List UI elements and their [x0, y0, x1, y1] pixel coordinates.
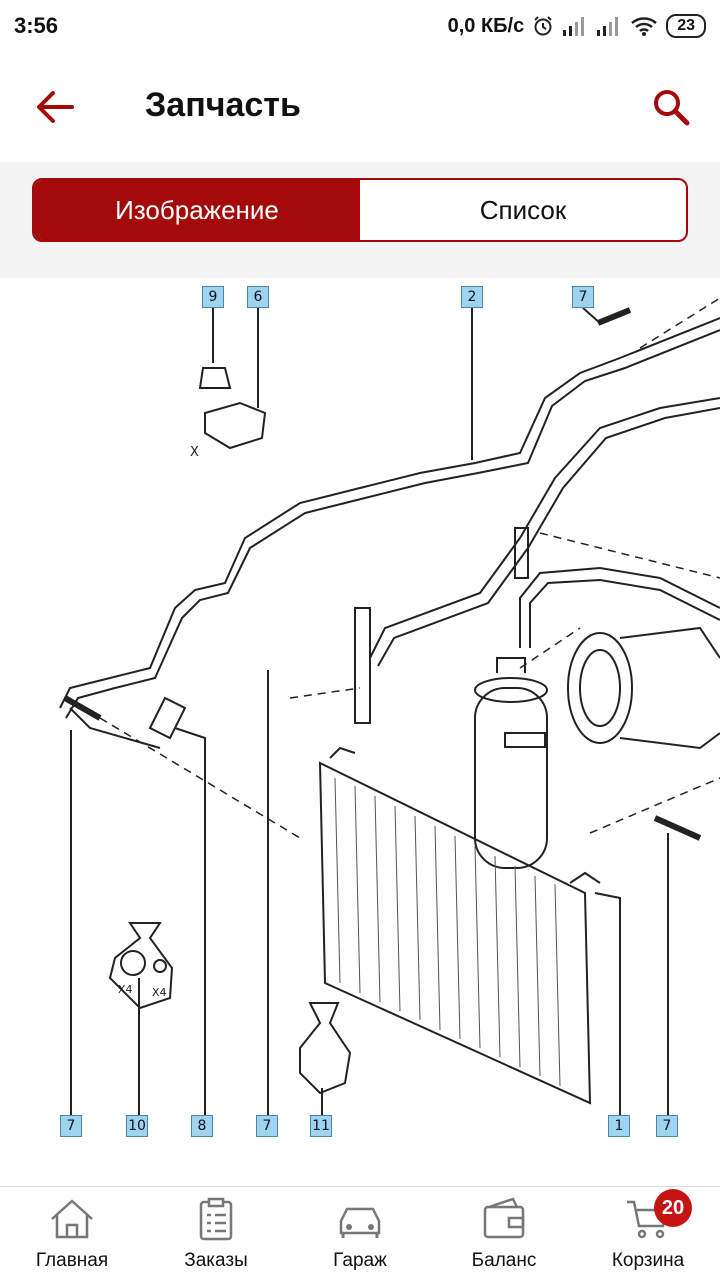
orders-icon [191, 1197, 241, 1246]
callout-7-right[interactable]: 7 [656, 1115, 678, 1137]
nav-orders[interactable]: Заказы [144, 1187, 288, 1280]
home-icon [47, 1197, 97, 1246]
callout-2[interactable]: 2 [461, 286, 483, 308]
page-title: Запчасть [145, 86, 301, 124]
diagram-drawing: X X4 X4 [59, 297, 720, 1118]
callout-7-top[interactable]: 7 [572, 286, 594, 308]
qty-label-1: X4 [118, 983, 133, 996]
status-bar: 3:56 0,0 КБ/с 23 [0, 0, 720, 52]
search-icon [652, 88, 690, 131]
callout-7-mid[interactable]: 7 [256, 1115, 278, 1137]
nav-cart-label: Корзина [611, 1250, 685, 1271]
callout-1[interactable]: 1 [608, 1115, 630, 1137]
arrow-left-icon [36, 90, 74, 129]
nav-balance[interactable]: Баланс [432, 1187, 576, 1280]
signal-icon [562, 15, 588, 37]
signal-icon-2 [596, 15, 622, 37]
car-icon [335, 1197, 385, 1246]
nav-cart[interactable]: 20 Корзина [576, 1187, 720, 1280]
callout-8[interactable]: 8 [191, 1115, 213, 1137]
qty-label-2: X4 [152, 986, 167, 999]
tab-list[interactable]: Список [479, 194, 567, 225]
search-button[interactable] [644, 82, 698, 136]
nav-home[interactable]: Главная [0, 1187, 144, 1280]
nav-home-label: Главная [35, 1250, 109, 1271]
bottom-nav: Главная Заказы Гараж Баланс 20 Корзина [0, 1186, 720, 1280]
wifi-icon [630, 15, 658, 37]
status-time: 3:56 [14, 13, 59, 38]
tab-image[interactable]: Изображение [34, 180, 360, 240]
callout-10[interactable]: 10 [126, 1115, 148, 1137]
view-switcher-area: Изображение Список [0, 162, 720, 278]
nav-orders-label: Заказы [184, 1250, 248, 1271]
network-speed: 0,0 КБ/с [447, 14, 525, 37]
callout-6[interactable]: 6 [247, 286, 269, 308]
battery-indicator: 23 [666, 14, 706, 38]
callout-7-left[interactable]: 7 [60, 1115, 82, 1137]
app-bar: Запчасть [0, 52, 720, 162]
view-switcher: Изображение Список [32, 178, 688, 242]
nav-garage[interactable]: Гараж [288, 1187, 432, 1280]
parts-diagram[interactable]: X X4 X4 9 6 2 7 7 10 8 7 11 1 7 [0, 278, 720, 1178]
nav-garage-label: Гараж [333, 1250, 387, 1271]
wallet-icon [479, 1197, 529, 1246]
status-right: 0,0 КБ/с 23 [448, 14, 706, 38]
cart-badge: 20 [654, 1189, 692, 1227]
alarm-icon [532, 15, 554, 37]
nav-balance-label: Баланс [471, 1250, 537, 1271]
dimension-x-label: X [190, 445, 199, 460]
back-button[interactable] [30, 84, 80, 134]
callout-9[interactable]: 9 [202, 286, 224, 308]
callout-11[interactable]: 11 [310, 1115, 332, 1137]
